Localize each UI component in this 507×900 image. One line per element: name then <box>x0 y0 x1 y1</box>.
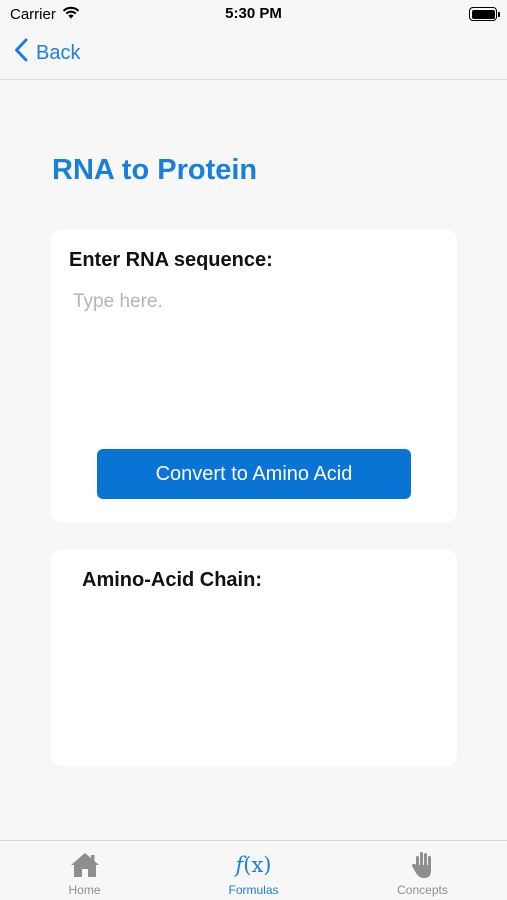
tab-bar: Home f(x) Formulas Concepts <box>0 840 507 900</box>
battery-fill <box>471 9 495 19</box>
tab-concepts-label: Concepts <box>397 883 448 897</box>
status-time: 5:30 PM <box>225 5 282 22</box>
hand-icon <box>411 851 435 879</box>
tab-home[interactable]: Home <box>0 841 169 900</box>
chevron-left-icon <box>14 38 28 68</box>
tab-formulas[interactable]: f(x) Formulas <box>169 841 338 900</box>
status-left: Carrier <box>10 5 80 23</box>
amino-acid-chain-label: Amino-Acid Chain: <box>82 569 262 591</box>
navigation-bar: Back <box>0 28 507 80</box>
status-bar: Carrier 5:30 PM <box>0 0 507 28</box>
battery-icon <box>469 7 500 21</box>
rna-input-card: Enter RNA sequence: Convert to Amino Aci… <box>51 229 457 523</box>
back-label: Back <box>36 41 81 64</box>
home-icon <box>69 851 101 879</box>
wifi-icon <box>62 5 80 23</box>
amino-acid-output-card: Amino-Acid Chain: <box>51 549 457 766</box>
rna-input-label: Enter RNA sequence: <box>69 249 273 271</box>
convert-to-amino-acid-button[interactable]: Convert to Amino Acid <box>97 449 411 499</box>
rna-sequence-input[interactable] <box>69 287 439 437</box>
page-title: RNA to Protein <box>52 154 258 186</box>
carrier-label: Carrier <box>10 5 56 23</box>
back-button[interactable]: Back <box>14 38 80 68</box>
function-icon: f(x) <box>235 853 272 877</box>
tab-formulas-label: Formulas <box>228 883 279 897</box>
tab-concepts[interactable]: Concepts <box>338 841 507 900</box>
tab-home-label: Home <box>68 883 101 897</box>
